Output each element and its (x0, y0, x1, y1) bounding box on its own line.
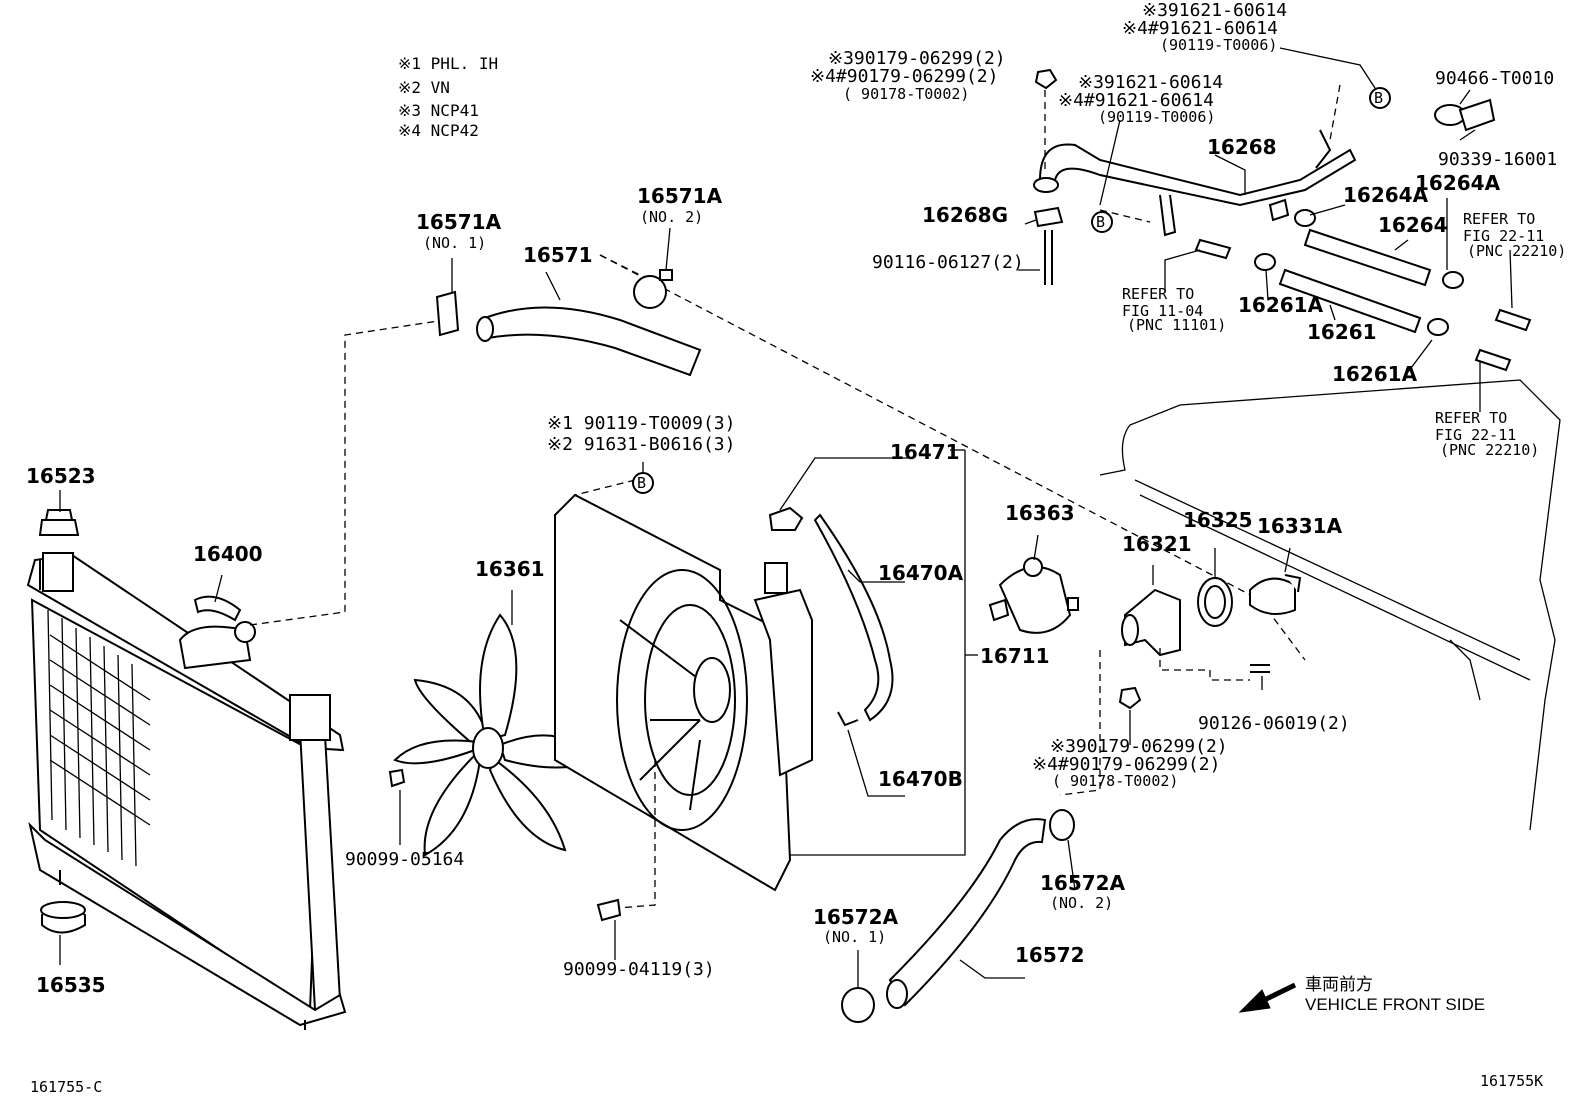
note-1: ※1 PHL. IH (398, 54, 498, 73)
label-ref1-2: FIG 11-04 (1122, 302, 1203, 320)
label-16261: 16261 (1307, 320, 1377, 344)
label-16711: 16711 (980, 644, 1050, 668)
label-16572A-no1: 16572A (813, 905, 899, 929)
direction-label-en: VEHICLE FRONT SIDE (1305, 995, 1485, 1014)
label-ref1-1: REFER TO (1122, 285, 1194, 303)
vehicle-front-indicator: 車両前方 VEHICLE FRONT SIDE (1238, 975, 1485, 1014)
label-16268: 16268 (1207, 135, 1277, 159)
b-marker-3: B (1374, 89, 1383, 107)
label-90339-16001: 90339-16001 (1438, 149, 1557, 170)
label-16572A-no1-sub: (NO. 1) (823, 928, 886, 946)
label-ref1-3: (PNC 11101) (1127, 316, 1226, 334)
label-bolt-tr-2: ※4#91621-60614 (1122, 18, 1278, 39)
label-16400: 16400 (193, 542, 263, 566)
b-marker-1: B (637, 474, 646, 492)
note-4: ※4 NCP42 (398, 121, 479, 140)
b-marker-2: B (1096, 213, 1105, 231)
label-90466-T0010: 90466-T0010 (1435, 68, 1554, 89)
upper-hose-drawing (435, 269, 702, 377)
label-nut-top-3: ( 90178-T0002) (843, 85, 969, 103)
label-nut-top-2: ※4#90179-06299(2) (810, 66, 998, 87)
label-16470B: 16470B (878, 767, 963, 791)
label-ref2-1: REFER TO (1463, 210, 1535, 228)
label-ref3-3: (PNC 22210) (1440, 441, 1539, 459)
label-16325: 16325 (1183, 508, 1253, 532)
b-callout-markers: B B B (632, 87, 1391, 494)
label-90126-06019: 90126-06019(2) (1198, 713, 1350, 734)
label-bolt-top-1: ※391621-60614 (1078, 72, 1223, 93)
diagram-code-right: 161755K (1480, 1072, 1543, 1090)
label-ref2-3: (PNC 22210) (1467, 242, 1566, 260)
label-16571A-no2: 16571A (637, 184, 723, 208)
label-16264: 16264 (1378, 213, 1448, 237)
label-nut-mid-1: ※390179-06299(2) (1050, 736, 1228, 757)
label-16331A: 16331A (1257, 514, 1343, 538)
label-90099-04119: 90099-04119(3) (563, 959, 715, 980)
label-16571A-no1: 16571A (416, 210, 502, 234)
label-16470A: 16470A (878, 561, 964, 585)
label-nut-mid-2: ※4#90179-06299(2) (1032, 754, 1220, 775)
label-16264A-2: 16264A (1415, 171, 1501, 195)
label-90116-06127: 90116-06127(2) (872, 252, 1024, 273)
engine-outline-drawing (1099, 379, 1561, 831)
side-hoses-drawing (1194, 98, 1532, 372)
label-16572: 16572 (1015, 943, 1085, 967)
label-16571: 16571 (523, 243, 593, 267)
fan-shroud-drawing (554, 493, 792, 892)
label-16535: 16535 (36, 973, 106, 997)
label-16471: 16471 (890, 440, 960, 464)
label-16264A-1: 16264A (1343, 183, 1429, 207)
label-bolt-tr-1: ※391621-60614 (1142, 0, 1287, 21)
label-16261A-2: 16261A (1332, 362, 1418, 386)
label-bolt-b-1: ※1 90119-T0009(3) (547, 413, 735, 434)
label-nut-mid-3: ( 90178-T0002) (1052, 772, 1178, 790)
label-16572A-no2: 16572A (1040, 871, 1126, 895)
label-bolt-tr-3: (90119-T0006) (1160, 36, 1277, 54)
note-2: ※2 VN (398, 78, 450, 97)
label-16268G: 16268G (922, 203, 1008, 227)
label-16261A-1: 16261A (1238, 293, 1324, 317)
variant-notes: ※1 PHL. IH ※2 VN ※3 NCP41 ※4 NCP42 (398, 54, 498, 140)
label-16321: 16321 (1122, 532, 1192, 556)
thermostat-group-drawing (988, 557, 1302, 710)
lower-hose-drawing (841, 809, 1075, 1023)
label-ref3-1: REFER TO (1435, 409, 1507, 427)
label-bolt-b-2: ※2 91631-B0616(3) (547, 434, 735, 455)
part-labels: 16523 16400 16535 16571A (NO. 1) 16571 1… (26, 0, 1566, 997)
label-90099-05164: 90099-05164 (345, 849, 464, 870)
label-ref3-2: FIG 22-11 (1435, 426, 1516, 444)
leader-lines (59, 47, 1513, 988)
direction-label-jp: 車両前方 (1305, 975, 1373, 994)
label-ref2-2: FIG 22-11 (1463, 227, 1544, 245)
label-16572A-no2-sub: (NO. 2) (1050, 894, 1113, 912)
fan-drawing (388, 613, 602, 857)
label-16363: 16363 (1005, 501, 1075, 525)
diagram-code-left: 161755-C (30, 1078, 102, 1096)
label-16523: 16523 (26, 464, 96, 488)
label-16571A-no1-sub: (NO. 1) (423, 234, 486, 252)
label-nut-top-1: ※390179-06299(2) (828, 48, 1006, 69)
radiator-assembly-drawing (26, 509, 347, 1030)
label-16361: 16361 (475, 557, 545, 581)
reserve-tank-drawing (753, 506, 894, 777)
bypass-pipe-drawing (1033, 68, 1357, 285)
label-16571A-no2-sub: (NO. 2) (640, 208, 703, 226)
note-3: ※3 NCP41 (398, 101, 479, 120)
label-bolt-top-3: (90119-T0006) (1098, 108, 1215, 126)
label-bolt-top-2: ※4#91621-60614 (1058, 90, 1214, 111)
